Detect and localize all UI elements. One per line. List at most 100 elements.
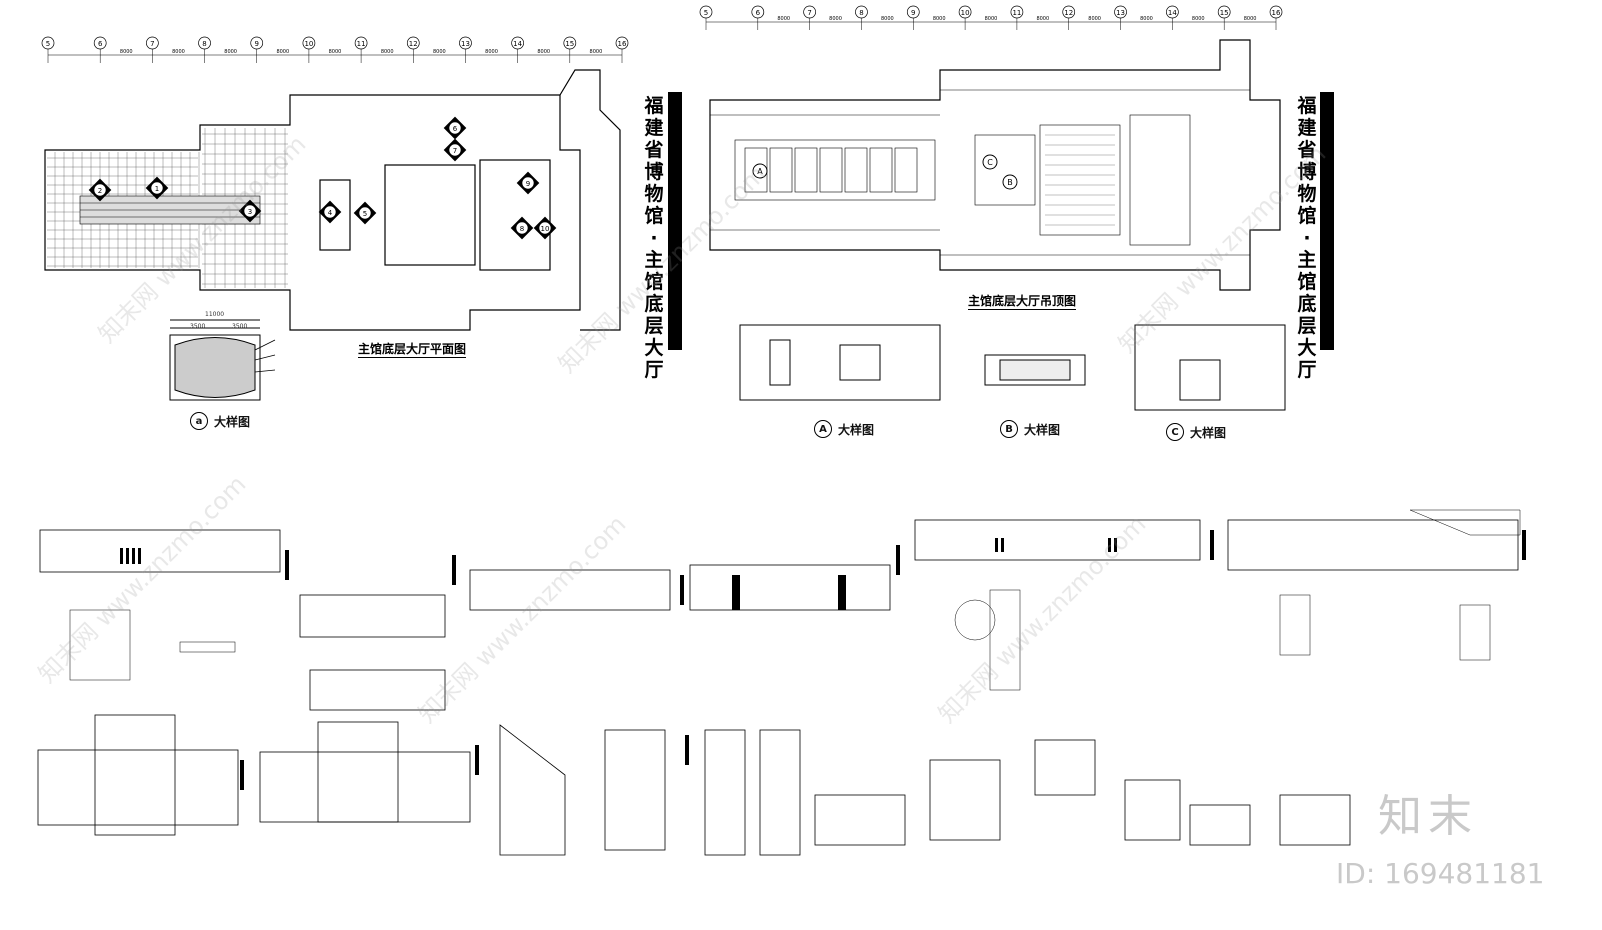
plan-marker-circle: [93, 183, 107, 197]
ceiling-axis-label: 5: [704, 9, 708, 17]
ceiling-axis-label: 12: [1064, 9, 1073, 17]
ceiling-detail-a-label: 大样图: [838, 422, 875, 437]
ceiling-outline: [709, 39, 1281, 291]
ceiling-detail-b-title: B 大样图: [1000, 420, 1060, 438]
plan-title: 主馆底层大厅平面图: [358, 342, 467, 358]
ceiling-axis-label: 14: [1168, 9, 1177, 17]
ceiling-dim-text: 8000: [1036, 16, 1049, 22]
elevation-details: [69, 509, 1521, 691]
project-title-left: 福建省博物馆·主馆底层大厅: [644, 95, 664, 381]
plan-dim-text: 8000: [224, 49, 237, 55]
plan-detail-label: 大样图: [214, 414, 251, 429]
ceiling-detail-b-tag: B: [1000, 420, 1018, 438]
plan-marker-label: 8: [520, 225, 524, 233]
plan-marker-circle: [448, 143, 462, 157]
plan-outline: [44, 69, 621, 331]
plan-dim-text: 8000: [276, 49, 289, 55]
plan-axis-label: 7: [150, 40, 154, 48]
ceiling-dim-text: 8000: [1088, 16, 1101, 22]
plan-marker-label: 4: [328, 209, 333, 217]
elevation-sheets: [37, 509, 1526, 856]
plan-marker-label: 7: [453, 147, 457, 155]
plan-axis-label: 5: [46, 40, 50, 48]
plan-dim-text: 8000: [120, 49, 133, 55]
plan-dim-overall: 11000: [205, 311, 225, 318]
plan-marker-label: 5: [363, 210, 367, 218]
plan-marker-label: 10: [541, 225, 550, 233]
plan-dim-text: 8000: [590, 49, 603, 55]
ceiling-detail-c-title: C 大样图: [1166, 423, 1226, 441]
plan-dim-text: 8000: [381, 49, 394, 55]
title-bar-left: [668, 92, 682, 350]
ceiling-detail-a-title: A 大样图: [814, 420, 874, 438]
ceiling-hatch: [1045, 134, 1115, 226]
plan-dim-text: 8000: [433, 49, 446, 55]
plan-dim-text: 8000: [172, 49, 185, 55]
plan-axis-label: 14: [513, 40, 522, 48]
plan-marker-label: 9: [526, 180, 530, 188]
ceiling-detail-c-label: 大样图: [1190, 425, 1227, 440]
plan-marker-circle: [323, 205, 337, 219]
ceiling-markers: ABC: [752, 154, 1018, 190]
plan-marker-circle: [538, 221, 552, 235]
plan-marker-circle: [243, 204, 257, 218]
plan-marker-label: 2: [98, 187, 102, 195]
ceiling-axis-label: 11: [1012, 9, 1021, 17]
ceiling-marker-label: C: [987, 158, 993, 167]
ceiling-axis-label: 6: [756, 9, 761, 17]
project-title-right: 福建省博物馆·主馆底层大厅: [1297, 95, 1317, 381]
plan-axis-label: 13: [461, 40, 470, 48]
plan-marker-label: 1: [155, 185, 159, 193]
ceiling-dim-text: 8000: [933, 16, 946, 22]
ceiling-axis-label: 16: [1272, 9, 1281, 17]
plan-display-strip: [79, 195, 261, 225]
ceiling-detail-b-label: 大样图: [1024, 422, 1061, 437]
plan-detail-title: a 大样图: [190, 412, 250, 430]
ceiling-axis-label: 13: [1116, 9, 1125, 17]
ceiling-detail-a-tag: A: [814, 420, 832, 438]
ceiling-panels: [710, 89, 1250, 256]
ceiling-axis-label: 10: [961, 9, 970, 17]
ceiling-axis-label: 15: [1220, 9, 1229, 17]
brand-id: ID: 169481181: [1336, 857, 1545, 890]
plan-axis-label: 12: [409, 40, 418, 48]
plan-axis-label: 8: [202, 40, 206, 48]
ceiling-dim-text: 8000: [1244, 16, 1257, 22]
plan-axis-label: 16: [618, 40, 627, 48]
plan-detail-tag: a: [190, 412, 208, 430]
plan-dim-text: 8000: [537, 49, 550, 55]
brand-logo: 知末: [1378, 791, 1478, 842]
plan-marker-label: 6: [453, 125, 458, 133]
ceiling-dim-text: 8000: [985, 16, 998, 22]
ceiling-dim-text: 8000: [881, 16, 894, 22]
plan-marker-circle: [515, 221, 529, 235]
plan-detail-leaders: [254, 339, 276, 373]
plan-dim-left: 3500: [190, 323, 206, 330]
ceiling-dim-text: 8000: [829, 16, 842, 22]
ceiling-marker-label: A: [757, 167, 763, 176]
plan-marker-label: 3: [248, 208, 252, 216]
plan-marker-circle: [521, 176, 535, 190]
ceiling-dim-text: 8000: [1140, 16, 1153, 22]
plan-axis-label: 10: [304, 40, 313, 48]
plan-axis-label: 11: [357, 40, 366, 48]
plan-dim-text: 8000: [485, 49, 498, 55]
elevation-fills: [120, 530, 1526, 790]
plan-detail-drawing: [169, 319, 261, 401]
ceiling-detail-c-tag: C: [1166, 423, 1184, 441]
elevation-frames: [37, 519, 1519, 856]
plan-marker-circle: [358, 206, 372, 220]
ceiling-marker-circle: [982, 154, 998, 170]
ceiling-marker-circle: [752, 163, 768, 179]
ceiling-axis-label: 8: [859, 9, 863, 17]
ceiling-details: [739, 324, 1286, 411]
ceiling-marker-circle: [1002, 174, 1018, 190]
ceiling-axis-label: 7: [807, 9, 811, 17]
title-bar-right: [1320, 92, 1334, 350]
plan-marker-circle: [448, 121, 462, 135]
